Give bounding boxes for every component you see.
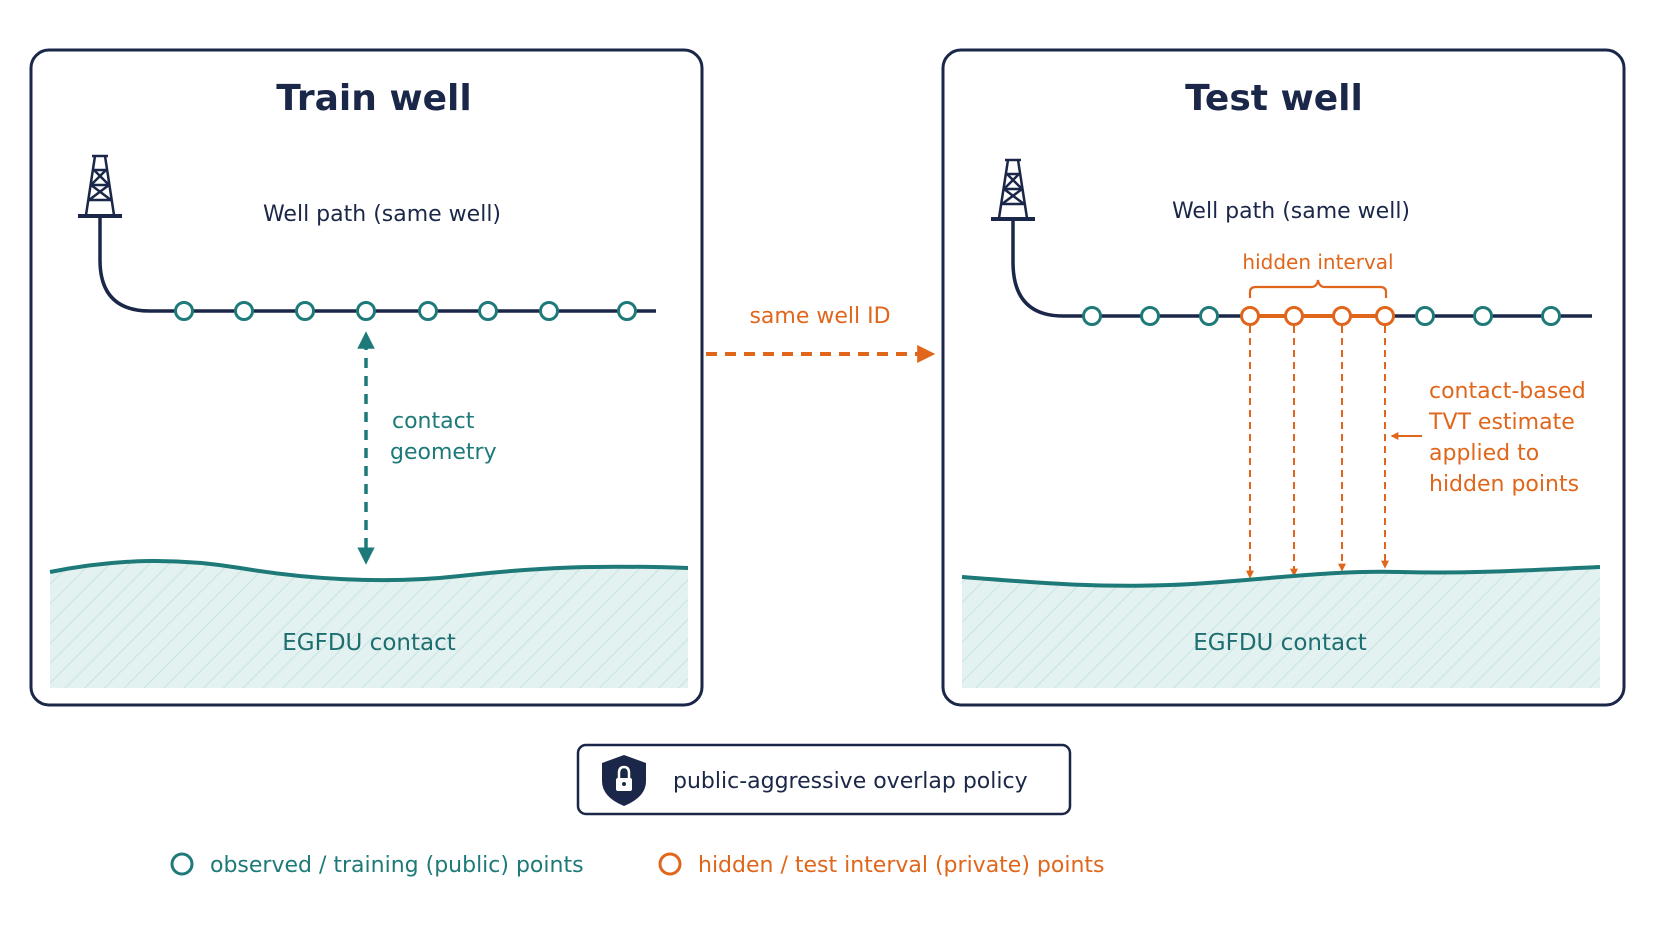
same-well-id-label: same well ID xyxy=(749,304,890,329)
test-contact-label: EGFDU contact xyxy=(1193,630,1367,656)
same-well-connector: same well ID xyxy=(706,304,936,363)
train-panel-title: Train well xyxy=(276,78,472,119)
hidden-point xyxy=(1375,306,1395,326)
observed-point xyxy=(295,301,315,321)
legend-hidden-label: hidden / test interval (private) points xyxy=(698,853,1104,878)
legend-observed-label: observed / training (public) points xyxy=(210,853,584,878)
observed-point xyxy=(1082,306,1102,326)
test-contact-zone xyxy=(962,567,1600,688)
hidden-projections xyxy=(1246,326,1389,579)
estimate-line-1: contact-based xyxy=(1429,379,1586,404)
observed-point xyxy=(1473,306,1493,326)
train-contact-zone xyxy=(50,560,688,688)
observed-point xyxy=(418,301,438,321)
test-well-path xyxy=(1011,221,1592,318)
contact-geometry-line-1: contact xyxy=(392,409,475,434)
policy-box: public-aggressive overlap policy xyxy=(576,743,1072,816)
observed-point xyxy=(174,301,194,321)
observed-point xyxy=(617,301,637,321)
test-observed-points xyxy=(1082,306,1561,326)
legend-hidden-marker xyxy=(658,852,682,876)
test-well-path-label: Well path (same well) xyxy=(1172,199,1410,224)
observed-point xyxy=(1140,306,1160,326)
estimate-line-3: applied to xyxy=(1429,441,1539,466)
oil-derrick-icon xyxy=(78,154,122,218)
hidden-point xyxy=(1284,306,1304,326)
test-panel-title: Test well xyxy=(1185,78,1363,119)
observed-point xyxy=(234,301,254,321)
estimate-line-2: TVT estimate xyxy=(1428,410,1575,435)
hidden-point xyxy=(1332,306,1352,326)
contact-geometry-line-2: geometry xyxy=(390,440,497,465)
train-well-path xyxy=(98,218,656,313)
legend-observed-marker xyxy=(170,852,194,876)
observed-point xyxy=(1199,306,1219,326)
observed-point xyxy=(356,301,376,321)
test-contact-surface xyxy=(961,565,1601,588)
train-contact-label: EGFDU contact xyxy=(282,630,456,656)
train-well-path-label: Well path (same well) xyxy=(263,202,501,227)
hidden-interval-label: hidden interval xyxy=(1242,250,1393,274)
observed-point xyxy=(478,301,498,321)
hidden-interval-brace xyxy=(1248,279,1388,298)
test-hidden-points xyxy=(1240,306,1395,326)
train-panel: Train well Well path (same well) xyxy=(29,48,704,707)
train-observed-points xyxy=(174,301,637,321)
observed-point xyxy=(539,301,559,321)
observed-point xyxy=(1415,306,1435,326)
test-panel-frame xyxy=(941,48,1626,707)
train-contact-surface xyxy=(49,558,689,583)
policy-frame xyxy=(576,743,1072,816)
hidden-point xyxy=(1240,306,1260,326)
shield-lock-icon xyxy=(602,755,646,806)
test-panel: Test well Well path (same well) hidden i… xyxy=(941,48,1626,707)
estimate-line-4: hidden points xyxy=(1429,472,1579,497)
observed-point xyxy=(1541,306,1561,326)
policy-label: public-aggressive overlap policy xyxy=(673,769,1028,794)
legend: observed / training (public) points hidd… xyxy=(170,852,1104,878)
oil-derrick-icon xyxy=(991,158,1035,221)
